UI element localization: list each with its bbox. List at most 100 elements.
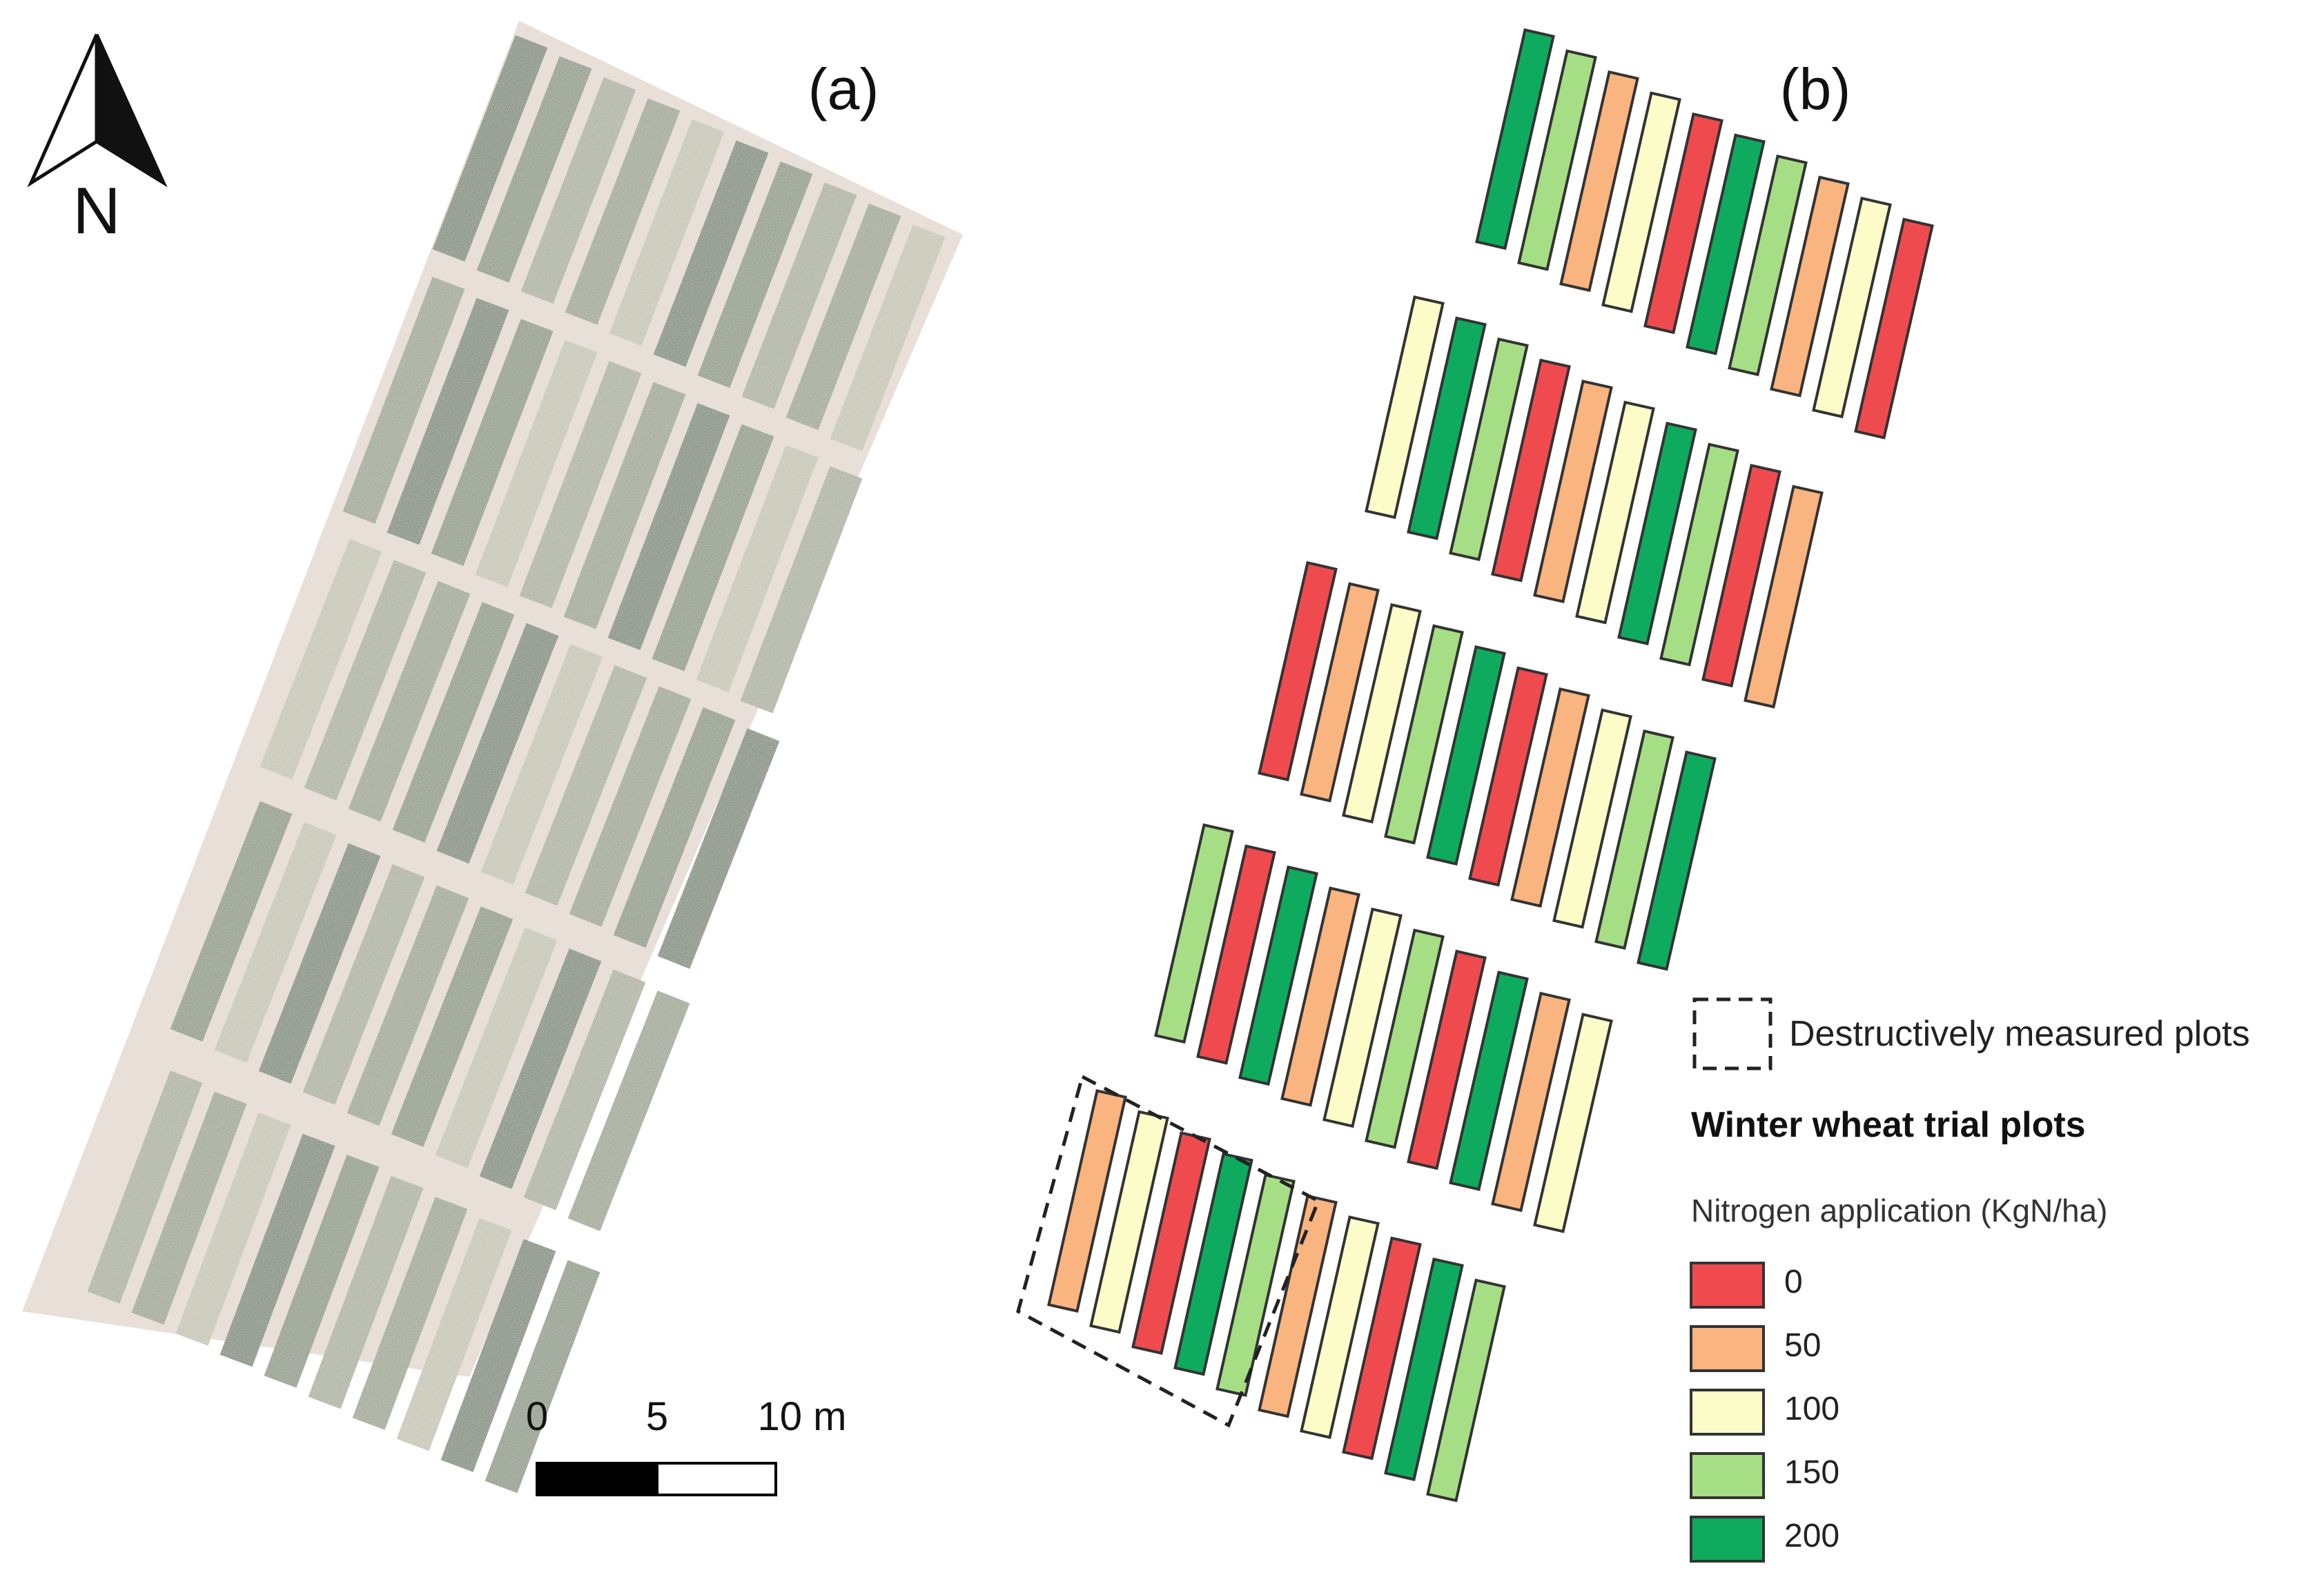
plot-strip [1517,49,1597,271]
plot-strip [1812,196,1892,419]
north-arrow-right-half [95,33,168,188]
aerial-plot [830,224,946,451]
aerial-plot [657,728,780,969]
aerial-plot [475,340,598,587]
aerial-plot [785,204,901,430]
aerial-plot [258,843,381,1084]
legend-swatch-100 [1690,1389,1765,1436]
aerial-plot [652,424,774,672]
aerial-plot [175,1113,291,1346]
plot-layout [1047,28,1934,1503]
aerial-plot [696,445,819,692]
plot-strip [1280,886,1360,1107]
plot-strip [1365,928,1445,1149]
legend-swatch-50 [1690,1325,1765,1372]
legend-swatch-0 [1690,1262,1765,1309]
aerial-plot [569,686,692,927]
plot-strip [1258,560,1338,782]
legend-swatches [1690,1262,1765,1563]
aerial-plot [436,623,559,864]
plot-strip [1552,708,1632,929]
north-arrow-icon: N [27,33,168,248]
plot-strip [1744,485,1824,709]
plot-strip [1426,1278,1506,1503]
aerial-plot [485,1260,600,1494]
aerial-plot [348,580,471,822]
aerial-plot [435,927,558,1168]
plot-strip [1384,624,1464,845]
scale-bar: 0 5 10 m [526,1394,846,1496]
aerial-plot [476,56,592,283]
plot-strip [1258,1194,1338,1418]
aerial-plot [432,35,548,262]
plot-strip [1701,464,1781,687]
scale-bar-black-segment [536,1462,658,1496]
legend-label-0: 0 [1784,1264,1803,1300]
plot-strip [1215,1173,1296,1397]
legend-label-150: 150 [1784,1454,1840,1491]
legend-title: Winter wheat trial plots [1691,1105,2086,1145]
aerial-plot [563,382,686,629]
aerial-plot [392,602,515,843]
aerial-plot [304,560,427,801]
aerial-plot [170,801,293,1042]
plot-strip [1510,687,1590,908]
aerial-plot [440,1239,556,1472]
aerial-plot [387,297,509,545]
aerial-image [22,21,963,1494]
plot-strip [1601,91,1681,313]
aerial-plot [352,1197,468,1430]
aerial-plot [396,1217,512,1451]
aerial-plot [214,822,337,1063]
plot-strip [1559,70,1639,293]
aerial-plot [740,466,863,714]
aerial-plot [520,77,636,304]
plot-strip [1173,1152,1253,1376]
aerial-plot [607,403,730,650]
aerial-plot [260,538,382,780]
plot-strip [1533,1012,1613,1233]
plot-strip [1300,1215,1380,1439]
north-label: N [72,174,120,248]
plot-strip [1238,865,1318,1086]
legend-label-200: 200 [1784,1518,1840,1554]
plot-strip [1407,316,1487,540]
plot-strip [1468,666,1548,887]
scale-bar-white-segment [656,1462,777,1496]
plot-strip [1854,217,1934,440]
aerial-plot [480,644,603,885]
plot-strip [1659,442,1739,667]
legend-swatch-150 [1690,1452,1765,1499]
plot-strip [1342,1236,1422,1460]
aerial-plot [565,98,681,325]
panel-b-label: (b) [1780,57,1851,121]
aerial-plot [264,1155,380,1388]
aerial-plot [302,864,425,1105]
aerial-plot [697,162,813,388]
scale-tick-5: 5 [646,1394,668,1439]
aerial-plot [346,885,469,1126]
plot-strip [1491,991,1571,1213]
aerial-plot [391,906,514,1147]
plot-strip [1449,970,1529,1191]
aerial-plot [479,948,602,1189]
legend-dashed-sample [1692,997,1773,1070]
aerial-plot [87,1070,203,1304]
legend-swatch-200 [1690,1516,1765,1563]
plot-strip [1594,729,1674,950]
aerial-plot [567,990,690,1231]
plot-strip [1300,582,1380,803]
plot-strip [1475,28,1555,251]
aerial-plot [523,969,646,1211]
aerial-plot [519,361,642,608]
aerial-plot [613,707,736,948]
plot-strip [1533,380,1613,603]
plot-strip [1384,1258,1464,1481]
legend-label-100: 100 [1784,1391,1840,1427]
scale-tick-0: 0 [526,1394,548,1439]
aerial-plot [131,1091,247,1325]
plot-strip [1491,358,1571,583]
legend-dashed-label: Destructively measured plots [1789,1014,2250,1054]
plot-strip [1728,154,1808,377]
